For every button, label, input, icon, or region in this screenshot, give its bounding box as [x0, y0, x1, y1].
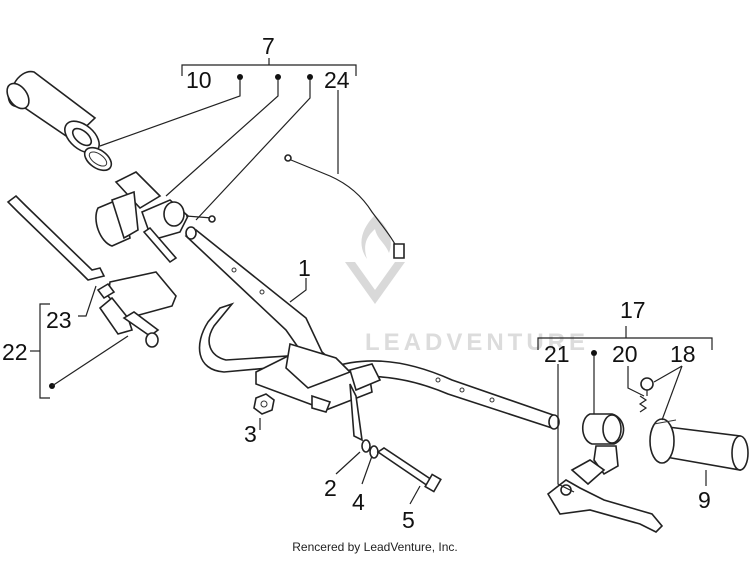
leader-lines	[30, 58, 713, 505]
callout-2: 2	[324, 475, 337, 501]
left-brake-lever	[6, 194, 106, 281]
callout-24: 24	[324, 67, 350, 93]
callout-1: 1	[298, 255, 311, 281]
callout-18: 18	[670, 341, 696, 367]
footer-credit: Rencered by LeadVenture, Inc.	[292, 540, 458, 554]
callout-10: 10	[186, 67, 212, 93]
spring	[638, 395, 648, 413]
callout-5: 5	[402, 507, 415, 533]
handlebar	[184, 226, 560, 430]
callout-17: 17	[620, 297, 646, 323]
watermark-logo	[345, 215, 405, 304]
washer	[361, 439, 379, 459]
callout-20: 20	[612, 341, 638, 367]
callout-3: 3	[244, 421, 257, 447]
right-grip	[649, 418, 749, 471]
watermark-text: LEADVENTURE	[365, 329, 589, 356]
bolt	[376, 447, 442, 493]
callout-21: 21	[544, 341, 570, 367]
callout-22: 22	[2, 339, 28, 365]
screw	[640, 377, 654, 396]
right-brake-lever	[546, 459, 664, 533]
master-cylinder	[96, 271, 177, 348]
left-switch-housing	[95, 171, 216, 264]
nut	[253, 393, 275, 415]
handlebar-clamp	[255, 342, 382, 442]
callout-9: 9	[698, 487, 711, 513]
callout-4: 4	[352, 489, 365, 515]
o-ring	[83, 146, 113, 172]
left-grip	[6, 70, 100, 154]
throttle-cable	[284, 154, 405, 259]
callout-7: 7	[262, 33, 275, 59]
callout-23: 23	[46, 307, 72, 333]
